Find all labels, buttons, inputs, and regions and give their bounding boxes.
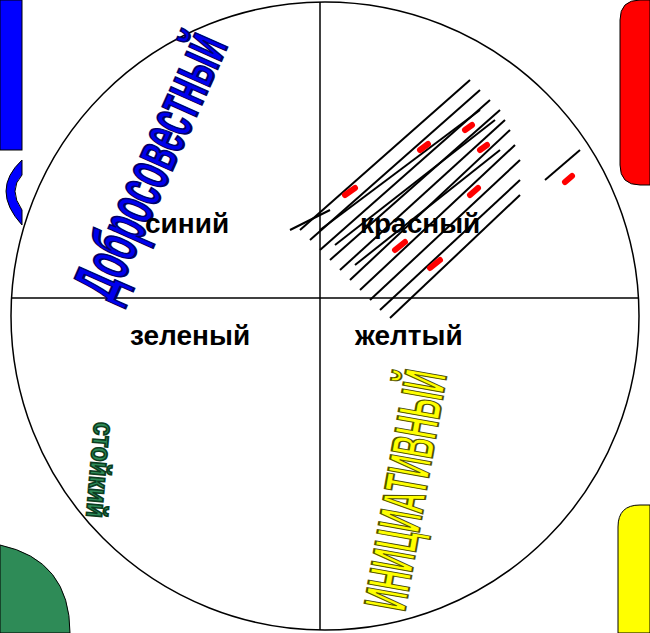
wordart-green: стойкий xyxy=(81,421,118,519)
scribble-red xyxy=(345,125,572,268)
yellow-tab xyxy=(618,505,650,633)
divider-vertical xyxy=(319,2,321,630)
scribble xyxy=(290,80,580,318)
quadrant-label: синий xyxy=(145,210,229,238)
blue-arc xyxy=(6,160,22,225)
quadrant-label: зеленый xyxy=(130,322,250,350)
green-tab xyxy=(0,545,70,633)
circle xyxy=(11,2,639,630)
blue-bar xyxy=(0,0,22,150)
red-tab xyxy=(620,0,650,185)
quadrant-label: желтый xyxy=(355,322,463,350)
quadrant-label: красный xyxy=(360,210,480,238)
